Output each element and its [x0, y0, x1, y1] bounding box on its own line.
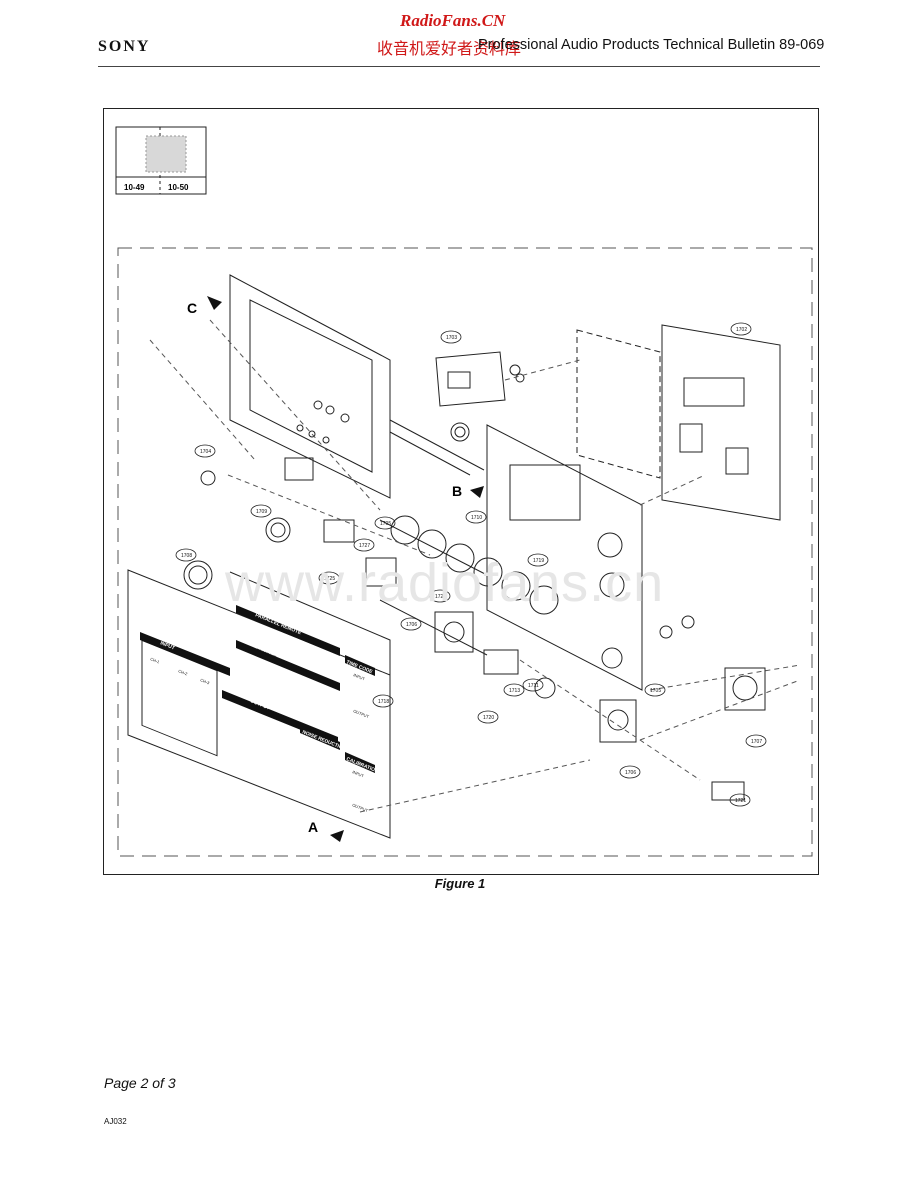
panel-label-tc-input: INPUT	[353, 672, 367, 681]
connector-board-1702	[661, 324, 781, 521]
callout-1704: 1704	[200, 449, 211, 455]
panel-label-ch1: CH-1	[150, 656, 161, 664]
callout-1706: 1706	[406, 622, 417, 628]
callout-1713: 1713	[509, 688, 520, 694]
callout-1706b: 1706	[625, 770, 636, 776]
callout-1710: 1710	[471, 515, 482, 521]
panel-title-output: OUTPUT	[249, 698, 270, 711]
callout-1709: 1709	[256, 509, 267, 515]
panel-label-cal-output: OUTPUT	[352, 802, 370, 813]
callout-1708: 1708	[181, 553, 192, 559]
panel-label-trim-take: TRIM/TAKE	[256, 647, 278, 660]
watermark-site: RadioFans.CN	[400, 11, 506, 30]
view-label-c: C	[187, 300, 197, 316]
panel-label-bus-cont-ext: BUS CONT EXT	[300, 666, 330, 682]
key-label-right: 10-50	[168, 183, 189, 192]
view-label-a: A	[308, 819, 318, 835]
callout-1727: 1727	[359, 543, 370, 549]
connector-panel	[486, 424, 643, 691]
power-inlet-1703	[435, 351, 506, 407]
callout-1702: 1702	[736, 327, 747, 333]
key-label-left: 10-49	[124, 183, 145, 192]
panel-label-tc-output: OUTPUT	[353, 708, 371, 719]
callout-1705: 1705	[380, 521, 391, 527]
page-key-box	[115, 126, 207, 195]
watermark-chinese: 收音机爱好者资料库	[377, 39, 522, 58]
panel-label-ch2: CH-2	[178, 668, 189, 676]
callout-1721: 1721	[735, 798, 746, 804]
callout-1703: 1703	[446, 335, 457, 341]
bulletin-title: Professional Audio Products Technical Bu…	[478, 37, 825, 53]
panel-title-time-code: TIME CODE	[345, 659, 374, 675]
panel-title-input: INPUT	[159, 640, 175, 651]
callout-1711: 1711	[528, 683, 539, 689]
brand-logo: SONY	[98, 38, 151, 55]
document-code: AJ032	[104, 1117, 127, 1126]
page-number: Page 2 of 3	[104, 1075, 176, 1091]
callout-1705b: 1705	[650, 688, 661, 694]
panel-title-noise-reduction: NOISE REDUCTION	[301, 729, 347, 752]
panel-label-cal-input: INPUT	[352, 769, 366, 778]
header-rule	[98, 66, 820, 67]
section-boundary	[117, 247, 813, 857]
callout-1720: 1720	[483, 715, 494, 721]
rear-frame-plate	[229, 274, 391, 499]
figure-frame	[103, 108, 819, 875]
watermark-center: www.radiofans.cn	[225, 553, 665, 613]
callout-1726: 1726	[435, 594, 446, 600]
panel-label-ch3: CH-3	[200, 677, 211, 685]
callout-1718: 1718	[378, 699, 389, 705]
callout-1719: 1719	[533, 558, 544, 564]
view-label-b: B	[452, 483, 462, 499]
panel-title-parallel-remote: PARALLEL REMOTE	[254, 612, 302, 636]
callout-1725: 1725	[324, 576, 335, 582]
figure-caption: Figure 1	[434, 876, 486, 891]
callout-1707: 1707	[751, 739, 762, 745]
